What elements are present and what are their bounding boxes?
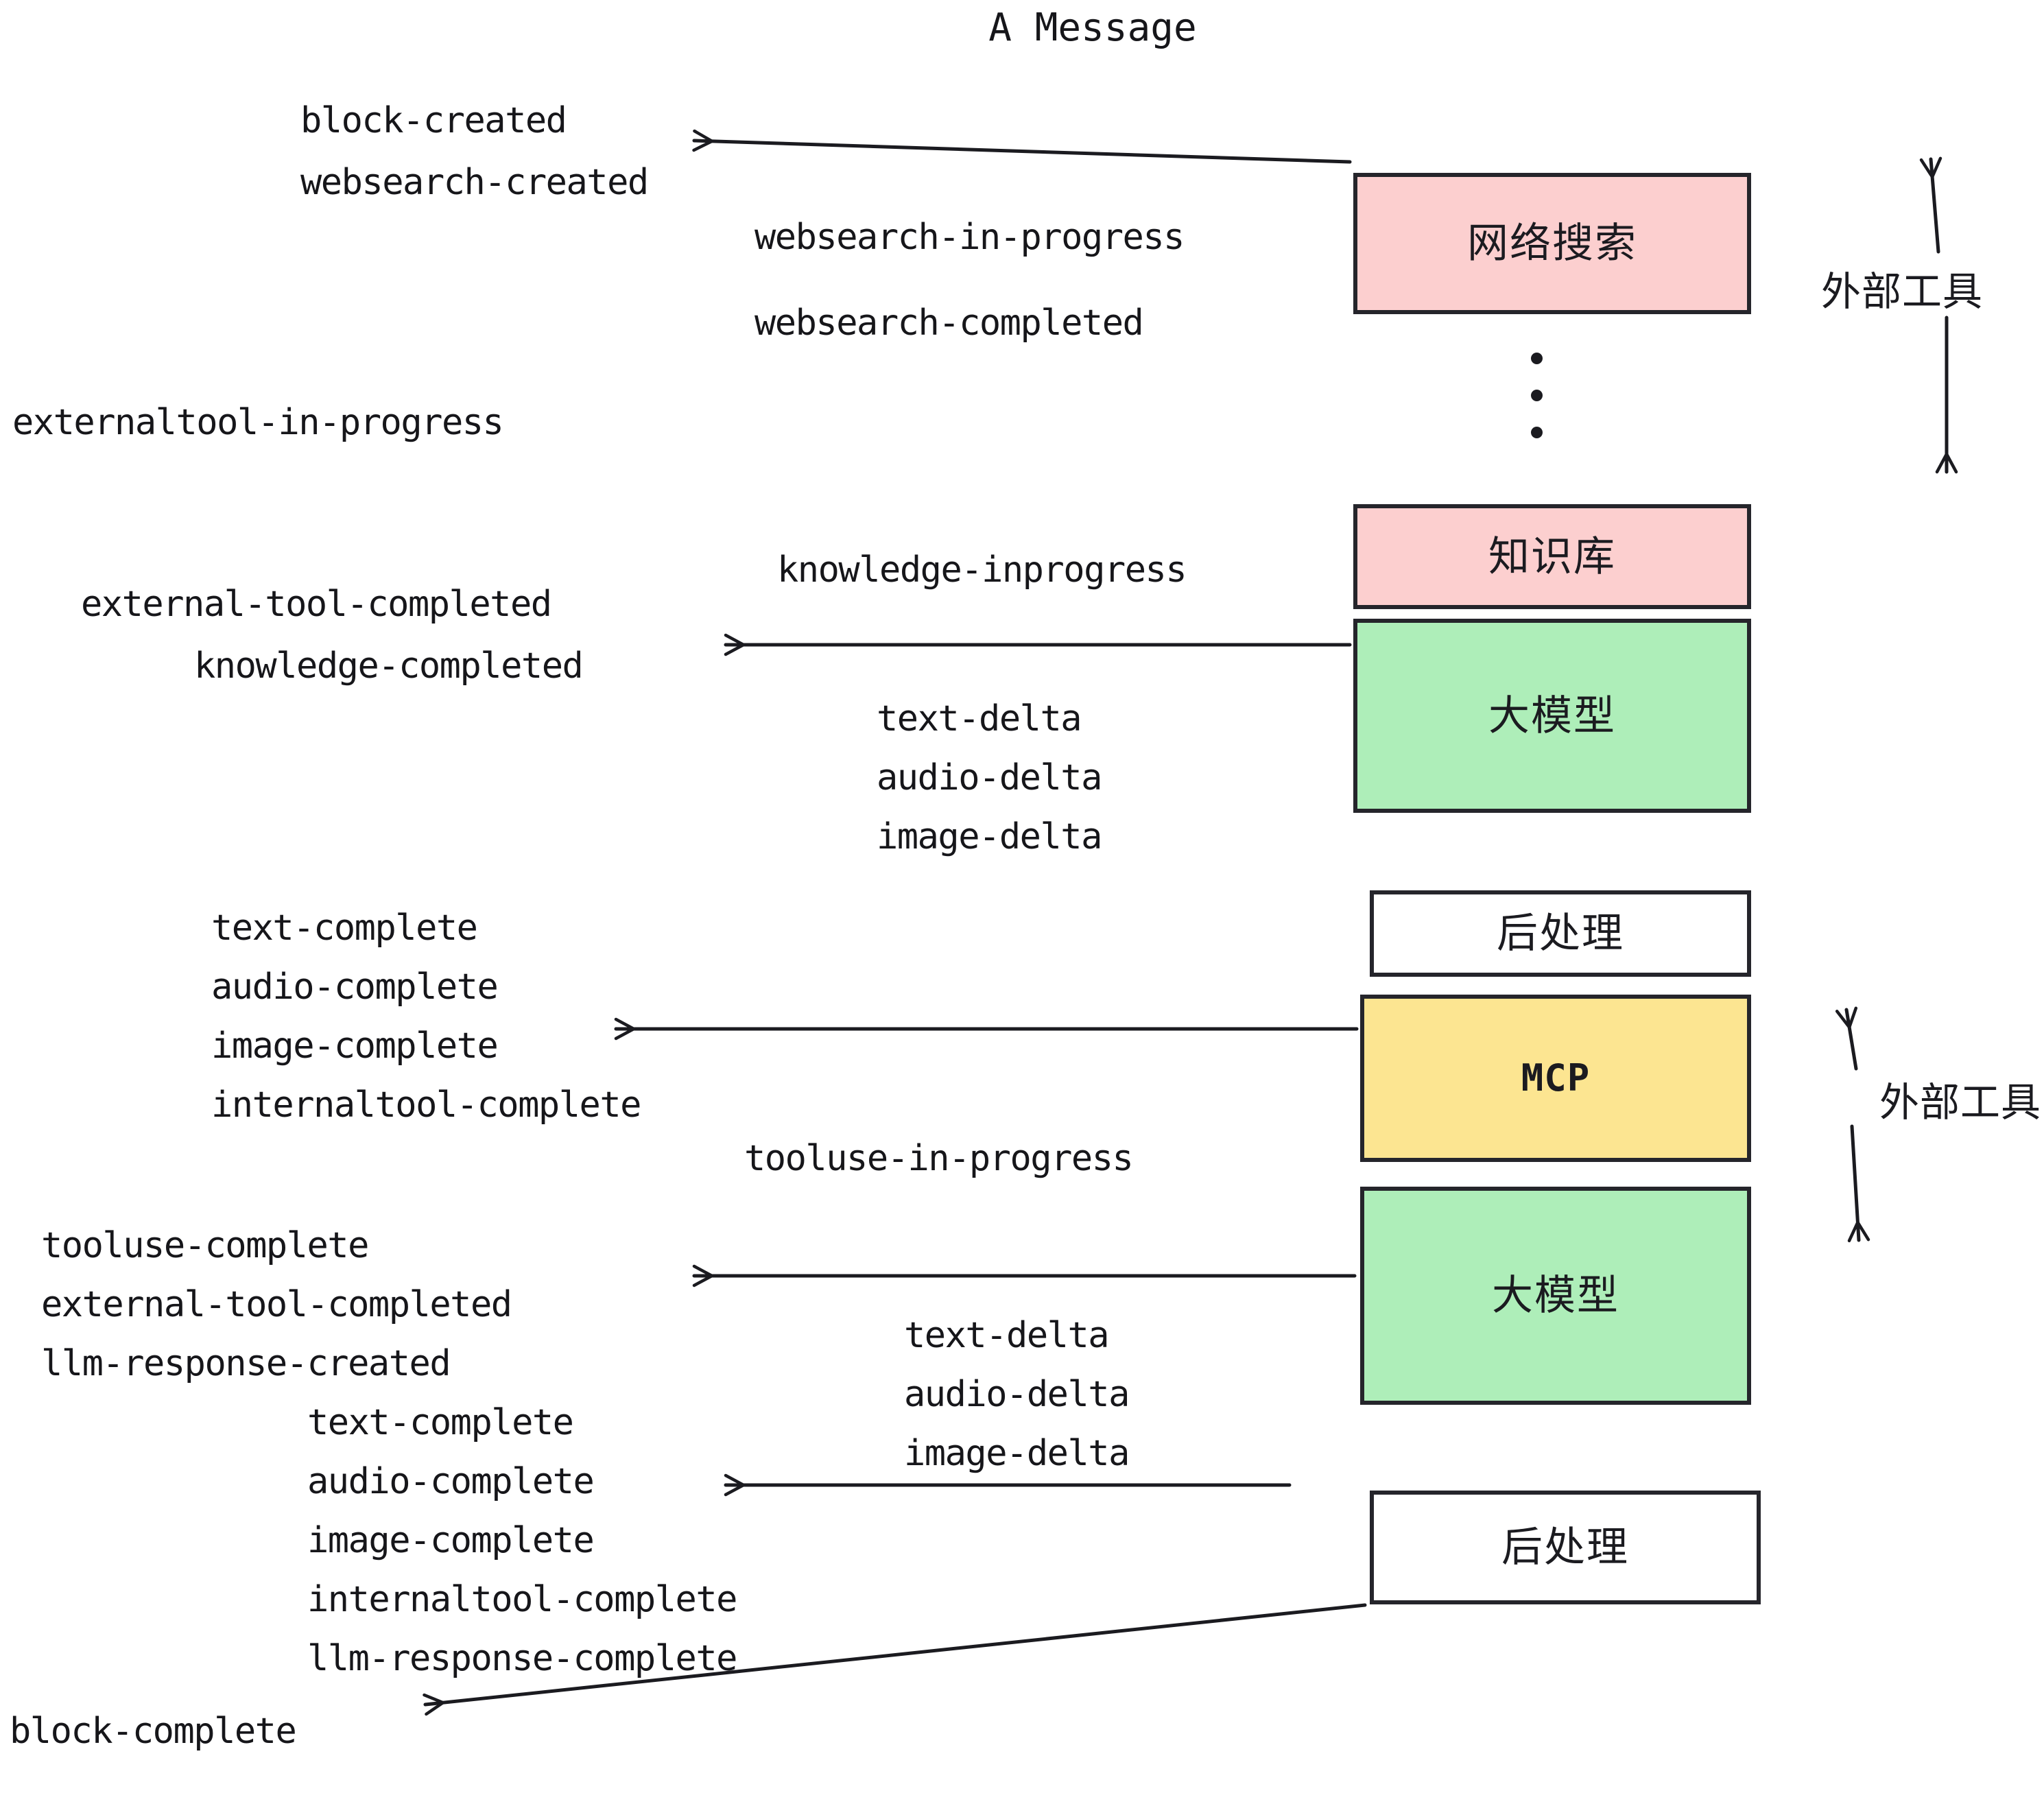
node-postprocess-2[interactable]: 后处理 xyxy=(1370,1491,1761,1604)
event-label-tooluse-complete: tooluse-complete xyxy=(41,1225,369,1266)
node-knowledgebase[interactable]: 知识库 xyxy=(1353,504,1751,609)
node-postprocess-1-label: 后处理 xyxy=(1497,910,1624,958)
event-label-knowledge-completed: knowledge-completed xyxy=(194,645,584,687)
event-label-knowledge-inprogress: knowledge-inprogress xyxy=(777,549,1187,591)
event-label-websearch-created: websearch-created xyxy=(300,162,649,203)
event-label-audio-delta-1: audio-delta xyxy=(877,757,1102,798)
event-label-audio-complete-1: audio-complete xyxy=(211,966,499,1008)
event-label-externaltool-in-progress: externaltool-in-progress xyxy=(12,402,504,443)
node-websearch-label: 网络搜索 xyxy=(1467,219,1637,268)
node-mcp-label: MCP xyxy=(1521,1056,1591,1100)
node-llm-1[interactable]: 大模型 xyxy=(1353,619,1751,813)
node-postprocess-2-label: 后处理 xyxy=(1501,1523,1629,1571)
event-label-text-delta-1: text-delta xyxy=(877,698,1082,739)
ellipsis-dot-3 xyxy=(1531,427,1543,438)
ellipsis-dot-1 xyxy=(1531,353,1543,364)
event-label-external-tool-completed-1: external-tool-completed xyxy=(81,584,552,625)
event-label-text-complete-1: text-complete xyxy=(211,907,478,949)
arrow-block-created xyxy=(692,129,1352,164)
external-tool-upper-up-arrow xyxy=(1919,156,1942,254)
event-label-audio-delta-2: audio-delta xyxy=(904,1374,1130,1415)
node-websearch[interactable]: 网络搜索 xyxy=(1353,173,1751,314)
node-knowledgebase-label: 知识库 xyxy=(1488,532,1616,581)
event-label-tooluse-in-progress: tooluse-in-progress xyxy=(744,1138,1134,1179)
node-postprocess-1[interactable]: 后处理 xyxy=(1370,890,1751,977)
event-label-image-delta-2: image-delta xyxy=(904,1433,1130,1474)
event-label-internaltool-complete-2: internaltool-complete xyxy=(307,1579,737,1620)
node-llm-2[interactable]: 大模型 xyxy=(1360,1187,1751,1405)
external-tool-lower-down-arrow xyxy=(1847,1124,1870,1243)
event-label-llm-response-created: llm-response-created xyxy=(41,1343,451,1384)
event-label-external-tool-completed-2: external-tool-completed xyxy=(41,1284,512,1325)
node-llm-2-label: 大模型 xyxy=(1492,1272,1619,1320)
event-label-image-complete-2: image-complete xyxy=(307,1520,595,1561)
node-mcp[interactable]: MCP xyxy=(1360,995,1751,1162)
event-label-block-created: block-created xyxy=(300,100,567,141)
side-label-external-tool-upper: 外部工具 xyxy=(1821,268,1984,315)
node-llm-1-label: 大模型 xyxy=(1488,691,1616,740)
external-tool-lower-up-arrow xyxy=(1835,1006,1858,1071)
side-label-external-tool-lower: 外部工具 xyxy=(1879,1079,2042,1126)
event-label-websearch-completed: websearch-completed xyxy=(754,302,1144,344)
event-label-text-complete-2: text-complete xyxy=(307,1402,574,1443)
event-label-block-complete: block-complete xyxy=(10,1711,297,1752)
event-label-llm-response-complete: llm-response-complete xyxy=(307,1638,737,1679)
event-label-internaltool-complete-1: internaltool-complete xyxy=(211,1084,641,1126)
event-label-websearch-in-progress: websearch-in-progress xyxy=(754,217,1185,258)
event-label-image-delta-1: image-delta xyxy=(877,816,1102,857)
ellipsis-dot-2 xyxy=(1531,390,1543,401)
event-label-text-delta-2: text-delta xyxy=(904,1315,1110,1356)
event-label-image-complete-1: image-complete xyxy=(211,1025,499,1067)
page-title: A Message xyxy=(988,5,1197,50)
event-label-audio-complete-2: audio-complete xyxy=(307,1461,595,1502)
